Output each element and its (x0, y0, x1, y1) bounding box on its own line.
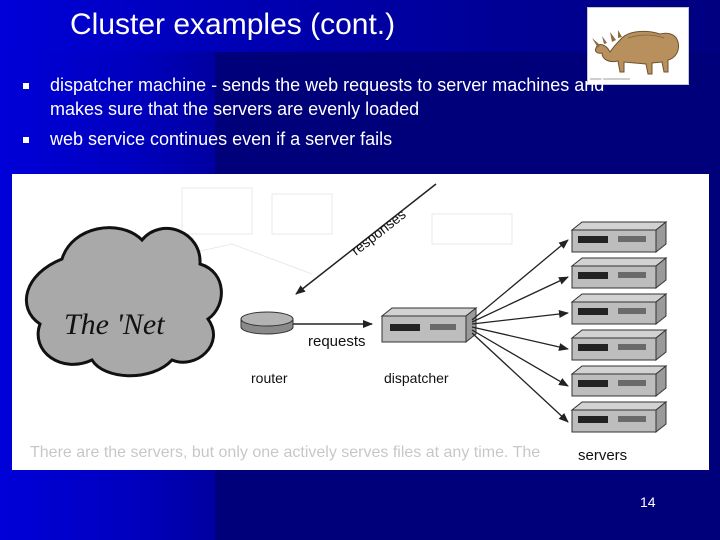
square-bullet-icon (23, 137, 29, 143)
slide-title: Cluster examples (cont.) (70, 8, 396, 41)
dispatch-arrows (471, 239, 569, 423)
mascot-image (587, 7, 689, 85)
cluster-diagram: The 'Net responses requests router dispa… (12, 174, 709, 470)
server (570, 328, 668, 362)
servers-label: servers (578, 447, 627, 464)
bullet-text: dispatcher machine - sends the web reque… (50, 75, 605, 119)
bullet-text: web service continues even if a server f… (50, 129, 393, 149)
server (570, 292, 668, 326)
faded-caption-text: There are the servers, but only one acti… (30, 444, 540, 461)
internet-cloud: The 'Net (24, 226, 223, 378)
square-bullet-icon (23, 83, 29, 89)
page-number: 14 (640, 494, 656, 510)
server (570, 256, 668, 290)
requests-label: requests (308, 333, 366, 350)
router (240, 311, 294, 335)
responses-arrow (295, 183, 437, 295)
dispatcher-machine (380, 306, 478, 344)
server (570, 364, 668, 398)
server (570, 400, 668, 434)
server (570, 220, 668, 254)
responses-label: responses (348, 206, 409, 258)
dispatcher-label: dispatcher (384, 370, 449, 386)
rhinoceros-icon (590, 30, 679, 80)
router-label: router (251, 370, 288, 386)
cloud-label: The 'Net (64, 308, 165, 341)
